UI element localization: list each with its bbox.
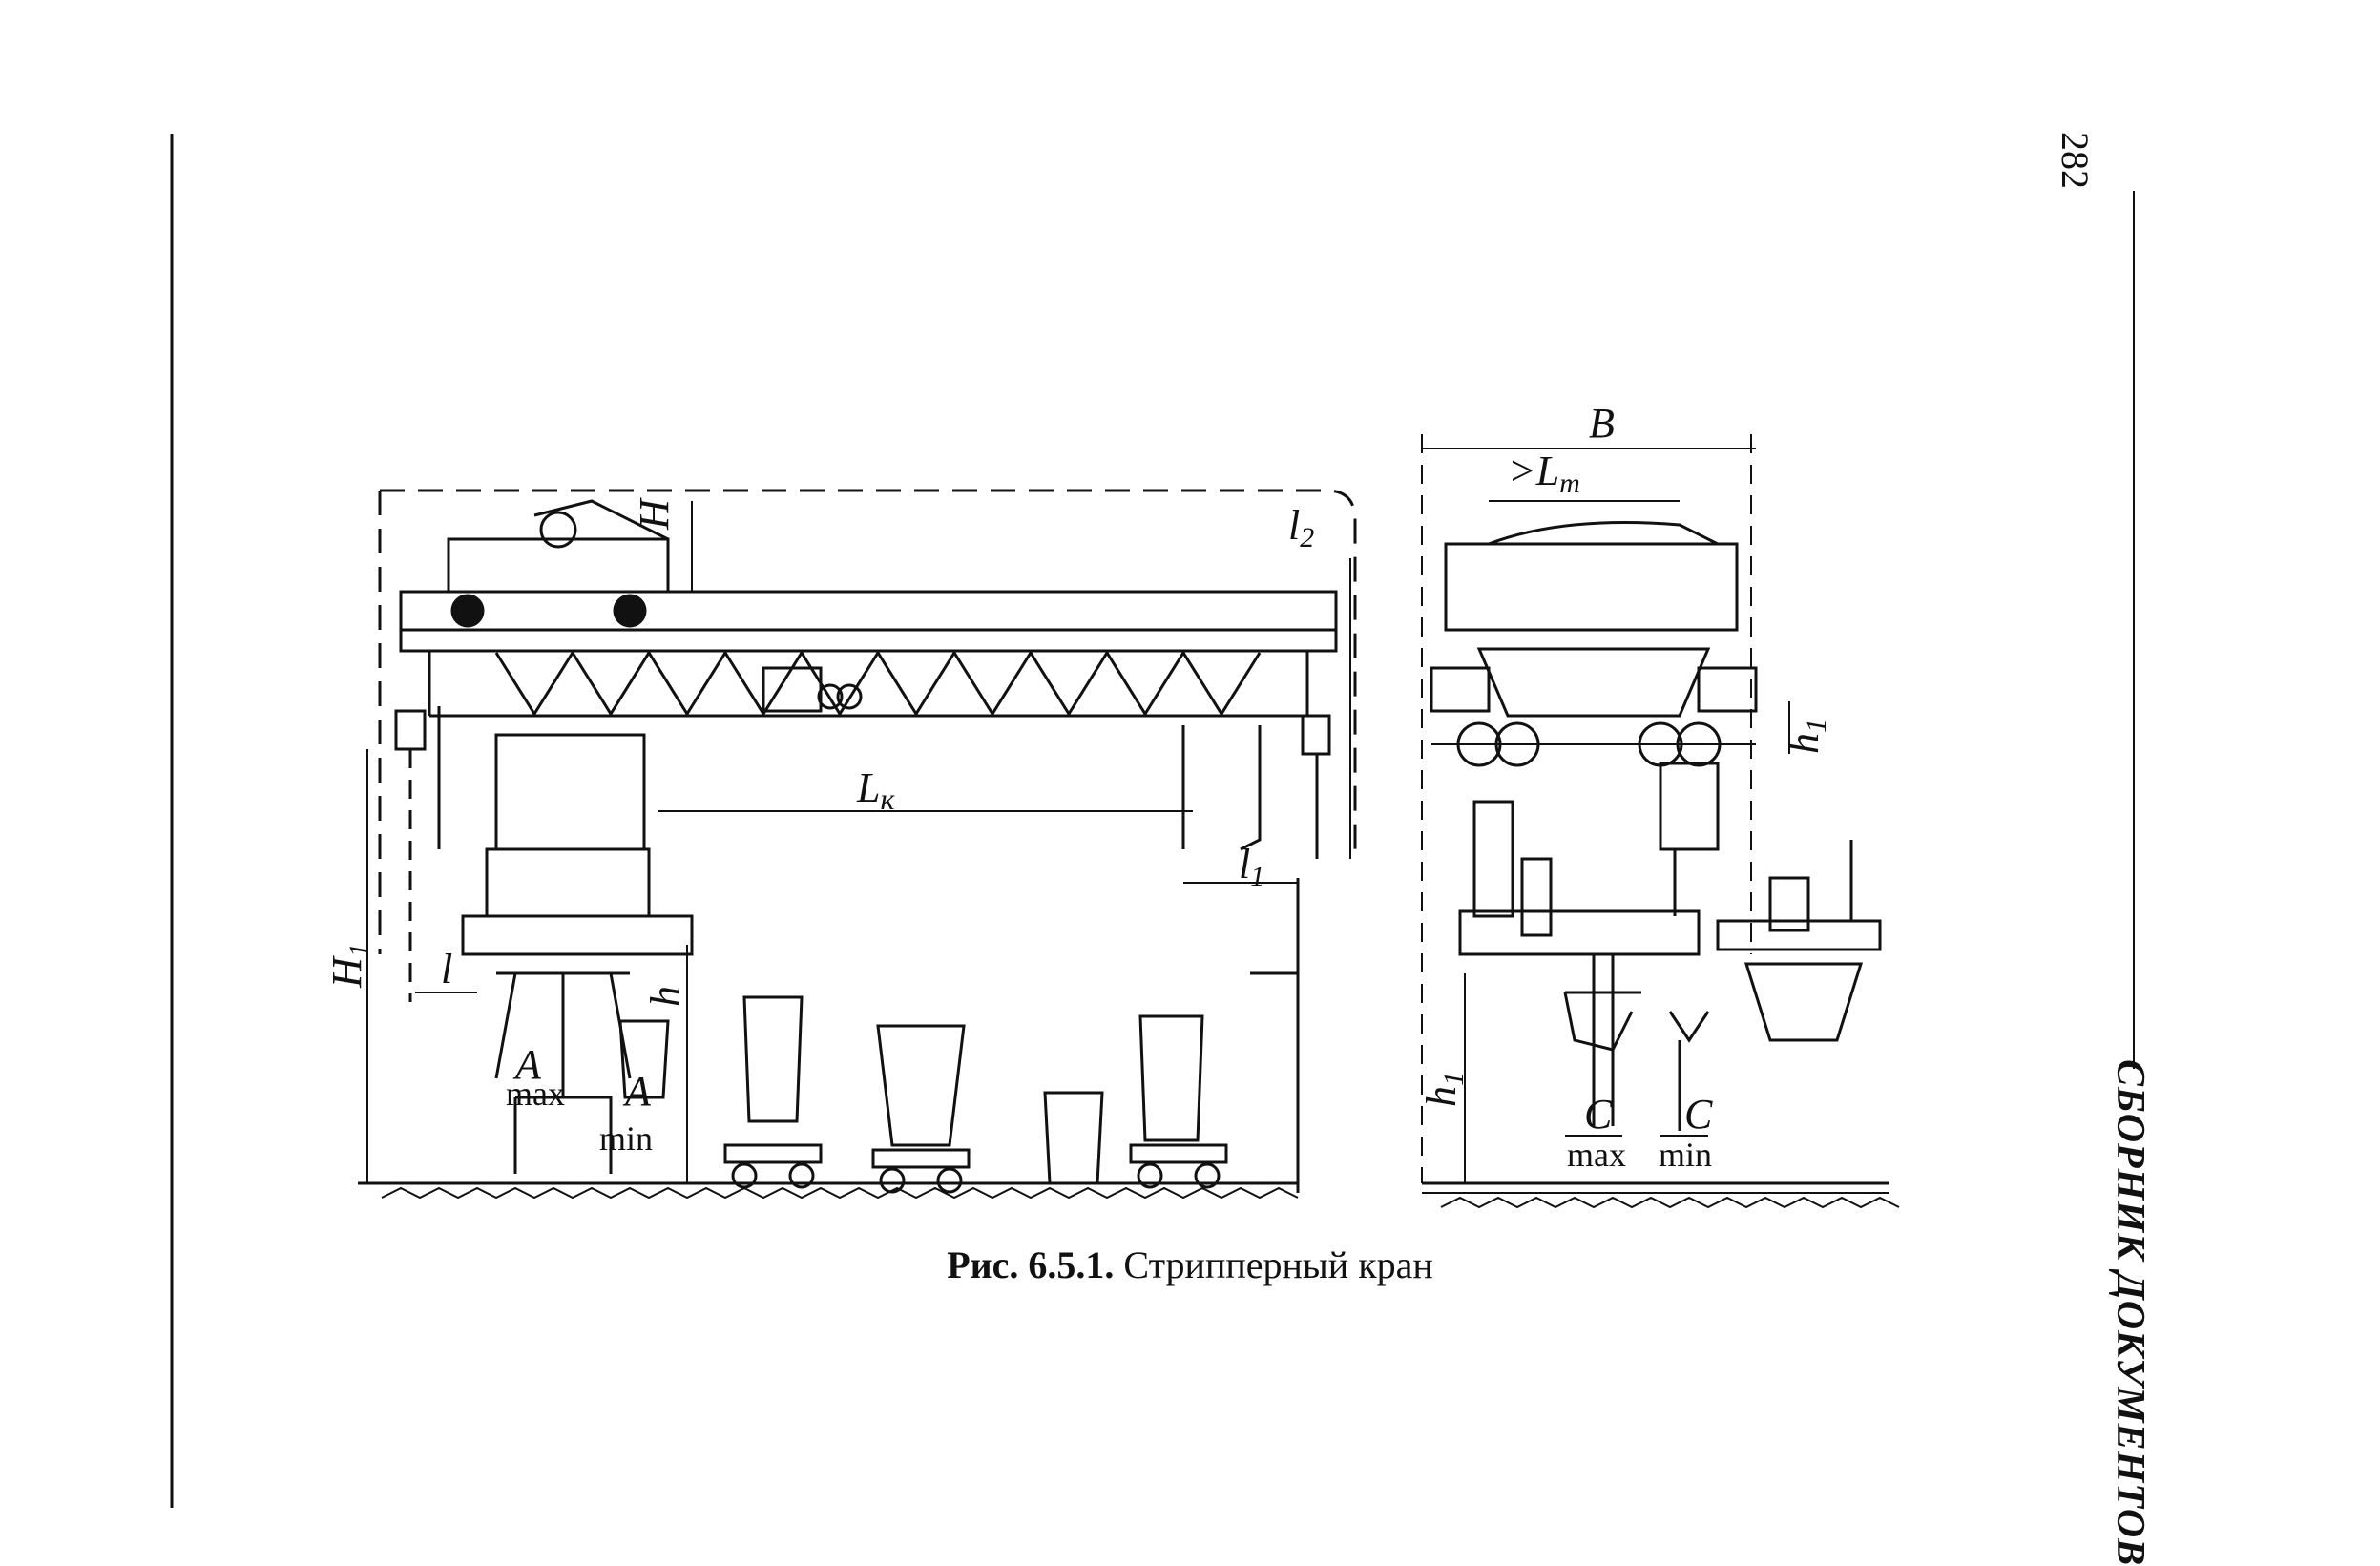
label-A-max: A <box>512 1041 542 1088</box>
crane-side-view <box>1421 434 1900 1209</box>
left-column <box>494 733 646 851</box>
trolley <box>447 537 670 594</box>
label-C-max-word: max <box>1567 1136 1626 1174</box>
side-deck <box>1458 909 1701 956</box>
figure-caption: Рис. 6.5.1. Стрипперный кран <box>0 1242 2380 1287</box>
label-l: l <box>441 946 452 992</box>
ingot-moulds <box>618 995 1228 1194</box>
side-bucket <box>1743 962 1864 1042</box>
side-trolley <box>1444 542 1739 632</box>
side-title: СБОРНИК ДОКУМЕНТОВ <box>2108 1059 2152 1566</box>
label-C-min-word: min <box>1659 1136 1712 1174</box>
label-A-min-word: min <box>599 1119 653 1158</box>
label-H: H <box>631 497 678 531</box>
label-A-min: A <box>622 1068 652 1115</box>
bridge-top <box>399 590 1338 632</box>
label-h: h <box>642 986 689 1007</box>
clearance-envelope <box>378 489 1357 954</box>
bridge-deck <box>399 628 1338 653</box>
caption-text: Стрипперный кран <box>1123 1243 1433 1286</box>
page-number: 282 <box>2054 132 2097 189</box>
truss <box>494 650 1262 717</box>
building-column <box>1250 878 1300 1193</box>
label-l1: l1 <box>1239 841 1264 892</box>
crane-front-view <box>358 489 1357 1200</box>
right-leg <box>1181 725 1262 851</box>
label-C-max: C <box>1584 1091 1613 1138</box>
caption-number: Рис. 6.5.1. <box>947 1243 1115 1286</box>
label-Lt: >Lт <box>1508 448 1580 499</box>
label-H1: H1 <box>324 943 375 989</box>
label-h1-bottom: h1 <box>1418 1072 1470 1107</box>
label-A-max-word: max <box>506 1075 565 1113</box>
label-h1-right: h1 <box>1781 719 1832 754</box>
label-l2: l2 <box>1288 502 1314 553</box>
dimension-labels: H H1 h l l1 l2 Lк A max A min B >Lт h1 h… <box>324 400 1832 1174</box>
label-C-min: C <box>1684 1091 1713 1138</box>
label-B: B <box>1589 400 1615 447</box>
label-Lk: Lк <box>856 764 895 816</box>
